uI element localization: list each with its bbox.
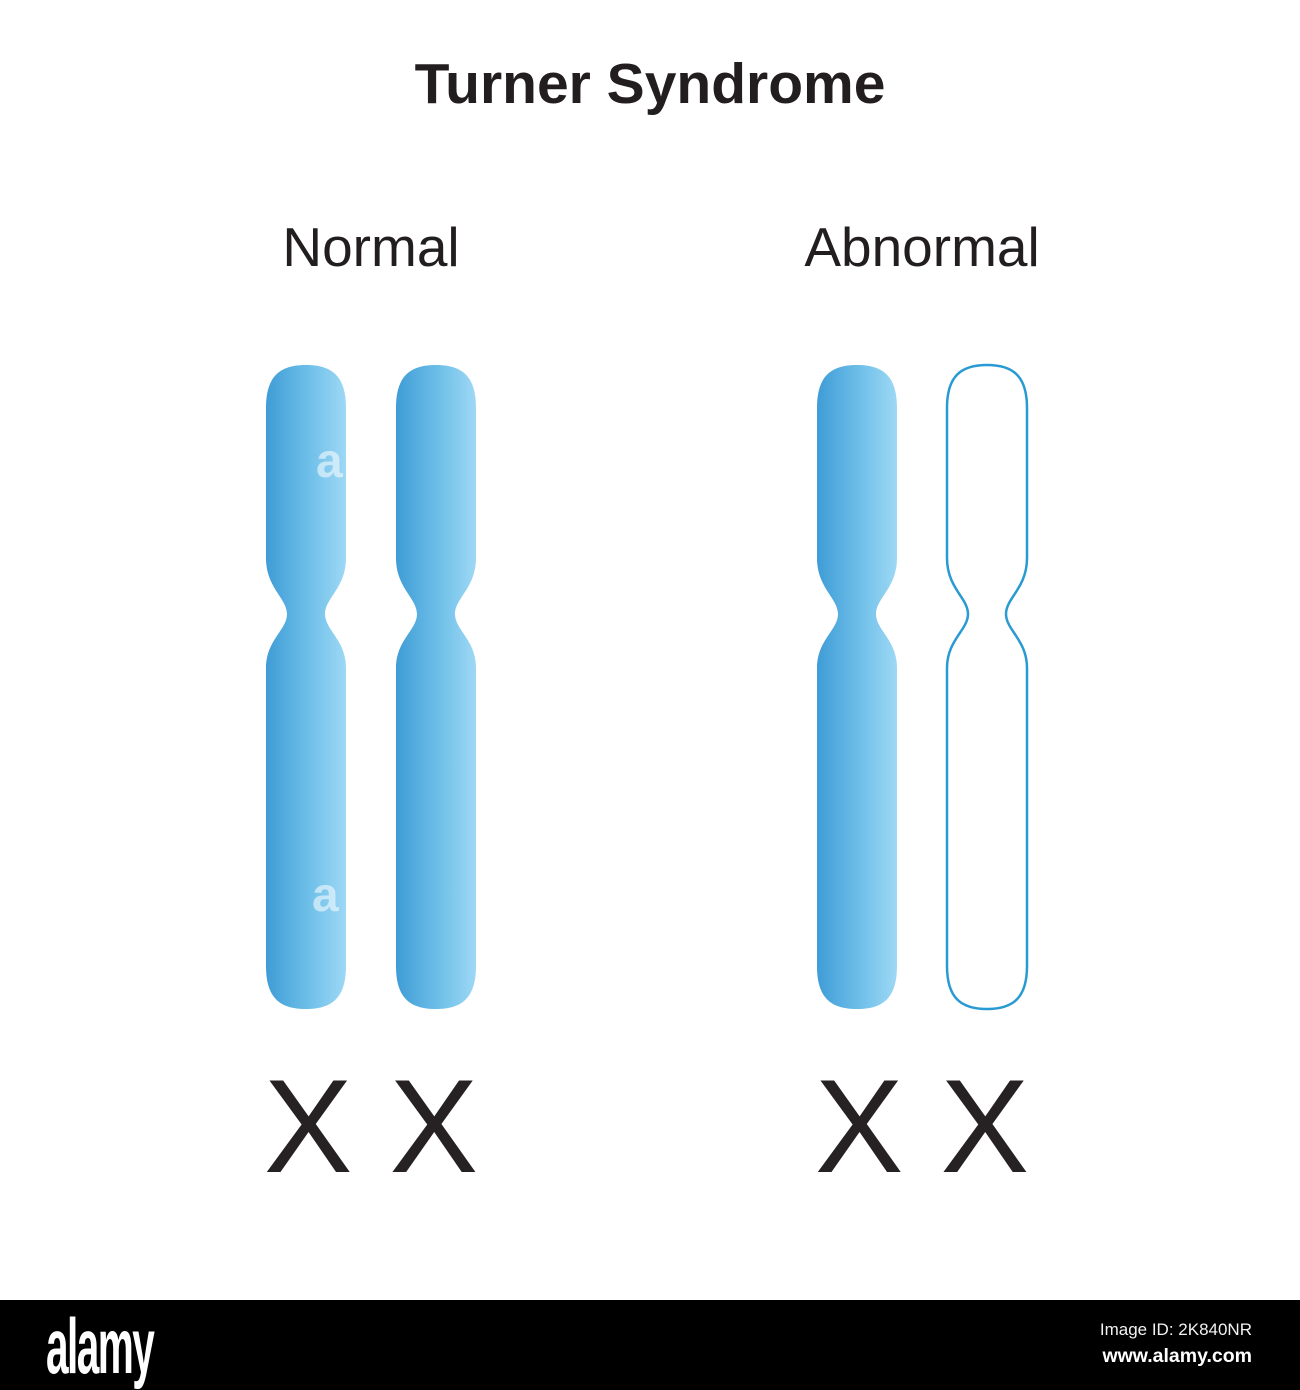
website-text: www.alamy.com — [1102, 1345, 1252, 1367]
normal-karyotype: X X — [263, 1053, 479, 1201]
abnormal-label: Abnormal — [804, 216, 1040, 278]
footer-info: Image ID: 2K840NR www.alamy.com — [1100, 1320, 1252, 1367]
image-id-text: Image ID: 2K840NR — [1099, 1320, 1252, 1339]
page-title: Turner Syndrome — [414, 52, 886, 116]
panel-normal: Normal X X — [264, 216, 478, 1194]
chromosome-filled-icon — [266, 365, 346, 1009]
abnormal-chromosome-pair — [815, 362, 1029, 1012]
normal-label: Normal — [282, 216, 460, 278]
chromosome-outline-icon — [945, 363, 1029, 1011]
chromosome-filled-icon — [817, 365, 897, 1009]
normal-chromosome-pair — [264, 362, 478, 1012]
panel-abnormal: Abnormal X X — [804, 216, 1039, 1201]
alamy-logo: alamy — [46, 1302, 155, 1390]
watermark-bar: alamy Image ID: 2K840NR www.alamy.com — [0, 1300, 1300, 1390]
abnormal-karyotype: X X — [814, 1053, 1030, 1201]
chromosome-filled-icon — [396, 365, 476, 1009]
